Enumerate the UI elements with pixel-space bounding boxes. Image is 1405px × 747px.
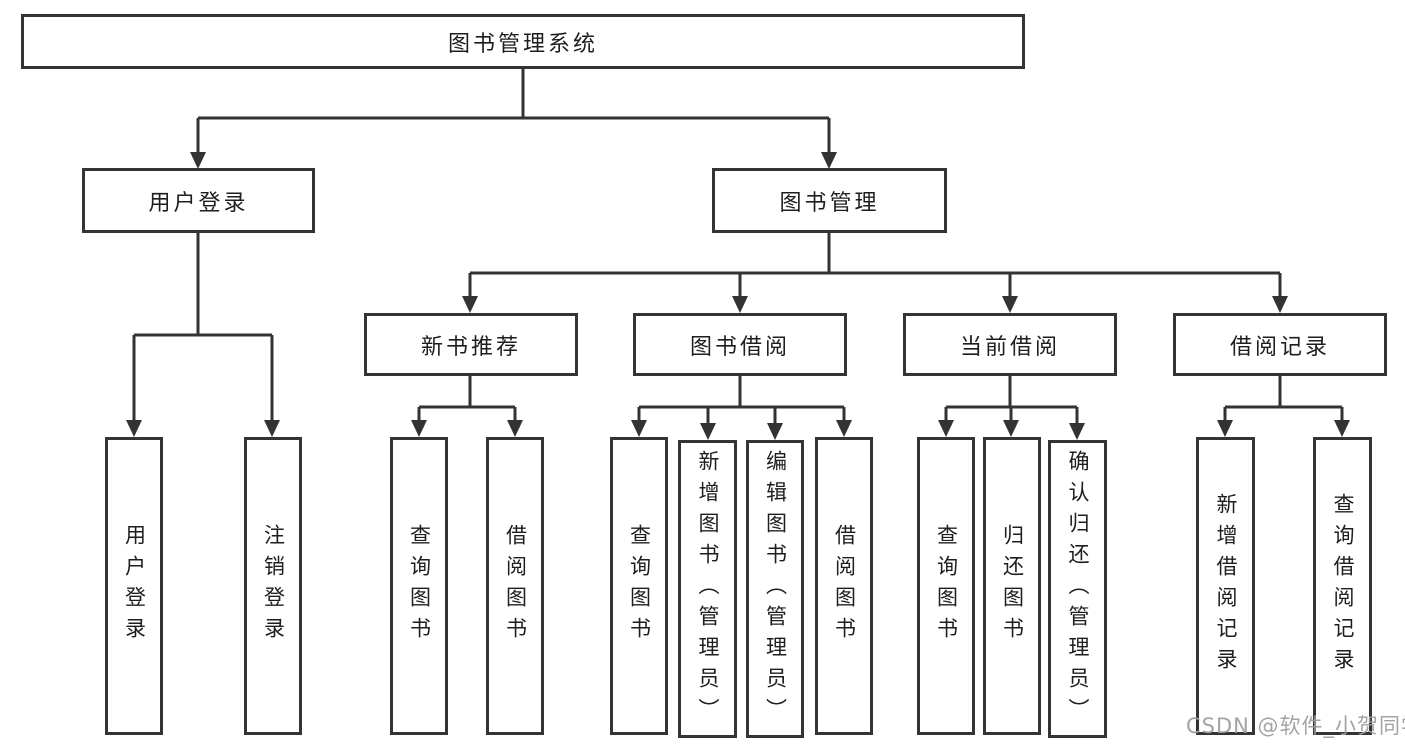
node-book-management: 图书管理 <box>712 168 947 233</box>
leaf-label: 用户登录 <box>122 524 147 648</box>
arrowheads <box>126 152 1350 440</box>
leaf-label: 新增借阅记录 <box>1214 493 1238 679</box>
leaf-borrowing-add-books-admin: 新增图书（管理员） <box>678 440 737 738</box>
leaf-current-confirm-return-admin: 确认归还（管理员） <box>1048 440 1107 738</box>
node-label: 借阅记录 <box>1229 334 1330 360</box>
node-user-login: 用户登录 <box>82 168 315 233</box>
leaf-label: 归还图书 <box>1000 524 1025 648</box>
node-system-root: 图书管理系统 <box>21 14 1025 69</box>
leaf-current-return-books: 归还图书 <box>983 437 1041 735</box>
leaf-label: 借阅图书 <box>832 524 857 648</box>
node-label: 新书推荐 <box>420 334 521 360</box>
node-label: 图书借阅 <box>689 334 790 360</box>
node-label: 图书管理系统 <box>447 31 598 57</box>
node-borrowing-records: 借阅记录 <box>1173 313 1387 376</box>
leaf-current-query-books: 查询图书 <box>917 437 975 735</box>
node-book-borrowing: 图书借阅 <box>633 313 847 376</box>
leaf-borrowing-query-books: 查询图书 <box>610 437 668 735</box>
leaf-records-add-record: 新增借阅记录 <box>1196 437 1255 735</box>
leaf-label: 借阅图书 <box>503 524 528 648</box>
leaf-recommend-borrow-books: 借阅图书 <box>486 437 544 735</box>
node-label: 图书管理 <box>779 190 880 216</box>
leaf-borrowing-edit-books-admin: 编辑图书（管理员） <box>746 440 804 738</box>
leaf-label: 查询借阅记录 <box>1331 493 1355 679</box>
leaf-label: 编辑图书（管理员） <box>763 449 788 729</box>
leaf-label: 注销登录 <box>261 524 286 648</box>
leaf-label: 确认归还（管理员） <box>1066 449 1090 729</box>
leaf-label: 查询图书 <box>934 524 959 648</box>
csdn-watermark: CSDN @软件_小贺同学 <box>1186 714 1405 738</box>
leaf-recommend-query-books: 查询图书 <box>390 437 448 735</box>
leaf-label: 查询图书 <box>407 524 432 648</box>
leaf-borrowing-borrow-books: 借阅图书 <box>815 437 873 735</box>
leaf-records-query-record: 查询借阅记录 <box>1313 437 1372 735</box>
leaf-label: 查询图书 <box>627 524 652 648</box>
leaf-user-login: 用户登录 <box>105 437 163 735</box>
node-new-book-recommendation: 新书推荐 <box>364 313 578 376</box>
node-label: 用户登录 <box>148 190 249 216</box>
node-label: 当前借阅 <box>959 334 1060 360</box>
node-current-borrowing: 当前借阅 <box>903 313 1117 376</box>
leaf-logout-login: 注销登录 <box>244 437 302 735</box>
leaf-label: 新增图书（管理员） <box>696 449 720 729</box>
